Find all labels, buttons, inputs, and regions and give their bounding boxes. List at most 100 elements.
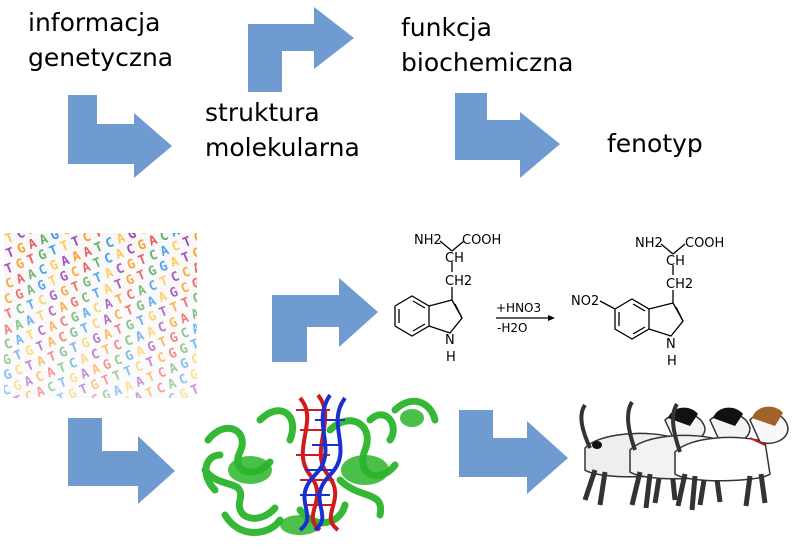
protein-dna-complex-image [201,393,439,536]
sequence-letter: T [55,436,68,453]
sequence-letter: A [222,323,235,340]
sequence-letter: T [232,380,245,397]
sequence-letter: A [148,172,161,189]
sequence-letter: A [188,412,201,429]
sequence-letter: T [212,297,225,314]
sequence-letter: T [210,403,223,420]
sequence-letter: G [27,206,40,223]
sequence-letter: T [33,445,46,462]
sequence-letter: T [159,167,172,184]
sequence-letter: C [210,358,223,375]
sequence-letter: G [71,188,84,205]
label-phenotype-text: fenotyp [607,129,703,158]
sequence-letter: T [0,417,1,434]
sequence-letter: C [170,163,183,180]
sequence-letter: T [60,192,73,209]
sequence-letter: C [177,417,190,434]
sequence-letter: C [32,460,45,477]
sequence-letter: A [9,469,22,486]
sequence-letter: A [170,193,183,210]
sequence-letter: G [147,202,160,219]
dogs-image [579,400,789,511]
sequence-letter: C [222,368,235,385]
sequence-letter: T [11,454,24,471]
product-amino: NH2 [635,236,663,251]
sequence-letter: G [53,482,66,499]
sequence-letter: G [212,267,225,284]
sequence-letter: C [59,208,72,225]
sequence-letter: C [160,182,173,199]
label-genetic-information-line1: informacja [28,8,161,37]
sequence-letter: C [70,203,83,220]
reactant-ring-n: N [445,333,455,348]
flow-arrows [68,7,568,504]
sequence-letter: A [20,465,33,482]
sequence-letter: T [254,371,267,388]
sequence-letter: T [34,414,47,431]
sequence-letter: A [0,387,2,404]
sequence-letter: G [187,428,200,445]
sequence-letter: A [154,411,167,428]
sequence-letter: A [82,214,95,231]
sequence-letter: T [202,286,215,303]
sequence-letter: A [92,194,105,211]
sequence-letter: T [148,217,161,234]
sequence-letter: T [233,364,246,381]
sequence-letter: C [37,217,50,234]
label-biochemical-function: funkcja biochemiczna [401,10,573,80]
sequence-letter: G [181,204,194,221]
product-molecule [599,243,686,340]
sequence-letter: G [22,449,35,466]
sequence-letter: C [22,419,35,436]
label-biochemical-function-line1: funkcja [401,13,492,42]
sequence-letter: G [234,333,247,350]
sequence-letter: T [144,400,157,417]
label-biochemical-function-line2: biochemiczna [401,48,574,77]
sequence-letter: A [78,396,91,413]
reactant-alpha-carbon: CH [445,251,464,266]
sequence-letter: C [191,215,204,232]
sequence-letter: T [166,421,179,438]
sequence-letter: C [126,196,139,213]
dna-sequence-image: ATCAGCTATGTGGATGTGTTTCTCTCACGACATCACTCCA… [0,163,268,517]
sequence-letter: T [32,475,45,492]
arrow-down-right-2 [455,93,560,178]
sequence-letter: G [210,389,223,406]
sequence-letter: C [9,500,22,517]
sequence-letter: T [165,406,178,423]
sequence-letter: A [67,401,80,418]
arrow-up-right-2 [272,278,378,362]
sequence-letter: A [202,256,215,273]
product-ring-n: N [666,337,676,352]
arrow-down-right-3 [68,418,175,504]
sequence-letter: A [155,426,168,443]
sequence-letter: G [121,424,134,441]
sequence-letter: A [0,265,5,282]
sequence-letter: C [213,282,226,299]
sequence-letter: T [158,198,171,215]
sequence-letter: T [187,397,200,414]
sequence-letter: T [223,338,236,355]
reagent-removed: -H2O [497,321,527,335]
sequence-letter: C [56,405,69,422]
product-methylene: CH2 [666,277,693,292]
sequence-letter: C [103,190,116,207]
sequence-letter: T [104,205,117,222]
label-molecular-structure-line1: struktura [205,98,320,127]
sequence-letter: G [93,209,106,226]
sequence-letter: A [199,363,212,380]
sequence-letter: A [255,385,268,402]
sequence-letter: C [54,466,67,483]
label-genetic-information: informacja genetyczna [28,5,173,75]
sequence-letter: G [0,296,4,313]
sequence-letter: T [0,443,12,460]
sequence-letter: C [0,474,11,491]
sequence-letter: A [137,176,150,193]
sequence-letter: G [43,471,56,488]
sequence-letter: G [43,425,56,442]
sequence-letter: A [244,390,257,407]
sequence-letter: T [201,316,214,333]
sequence-letter: G [133,404,146,421]
sequence-letter: A [137,191,150,208]
